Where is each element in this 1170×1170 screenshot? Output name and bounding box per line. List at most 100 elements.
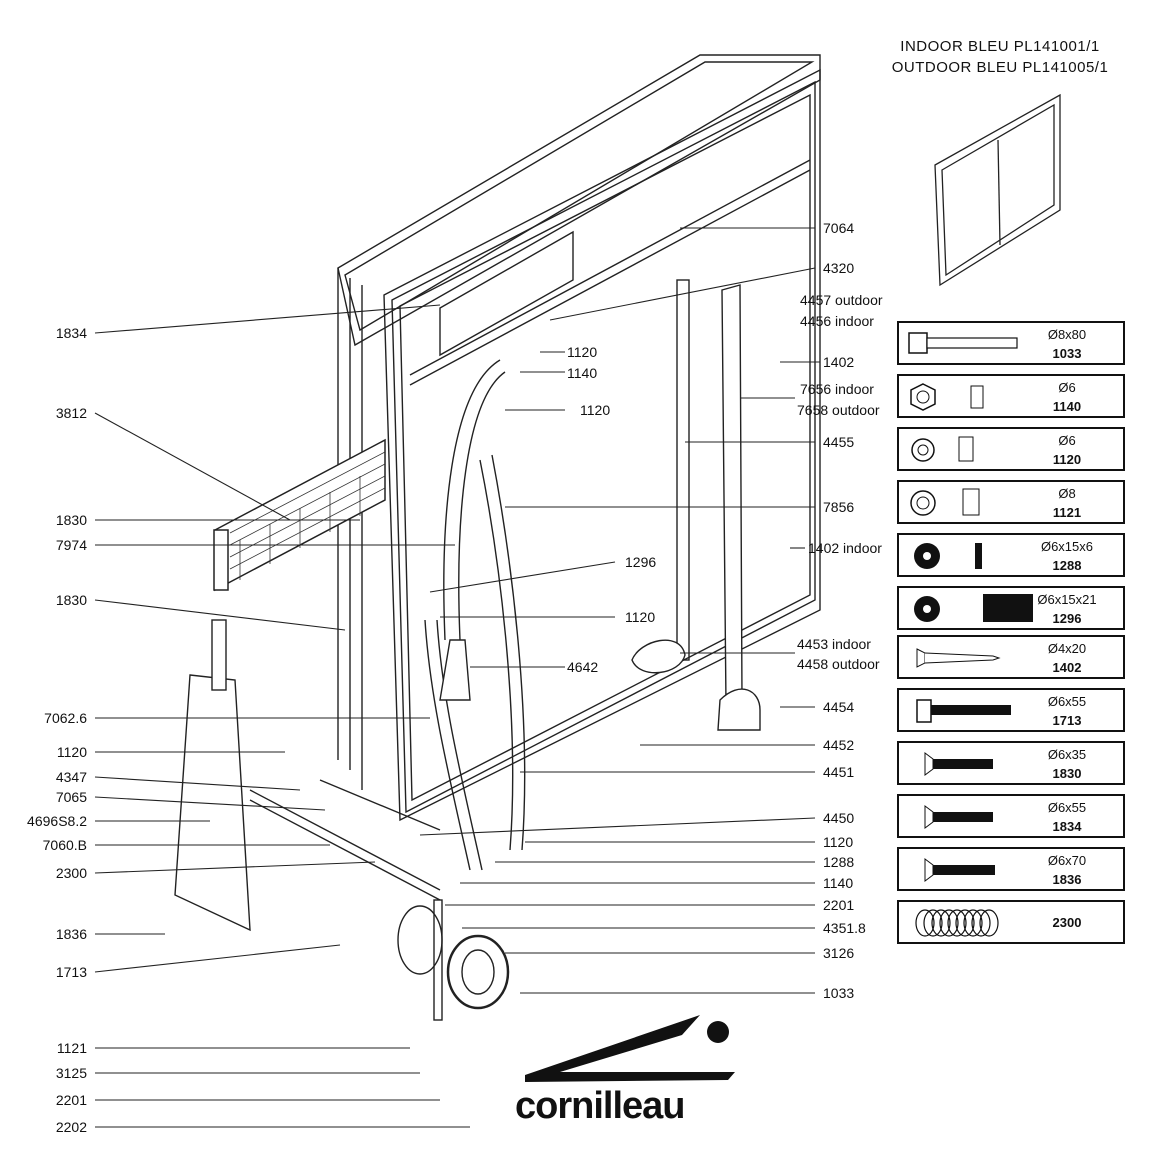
hardware-code: 1834 bbox=[1052, 819, 1082, 834]
washer-icon bbox=[914, 543, 982, 569]
callout-4347: 4347 bbox=[56, 769, 87, 785]
hardware-code: 1120 bbox=[1052, 452, 1082, 467]
model-line-indoor: INDOOR BLEU PL141001/1 bbox=[900, 38, 1100, 55]
cornilleau-logo-icon bbox=[525, 1015, 735, 1082]
hardware-size: Ø6x15x6 bbox=[1040, 539, 1094, 554]
hardware-1288: Ø6x15x6 1288 bbox=[897, 533, 1125, 577]
locknut-icon bbox=[910, 488, 980, 516]
hardware-code: 2300 bbox=[1052, 915, 1082, 930]
table-panel bbox=[337, 54, 821, 822]
hardware-1713: Ø6x55 1713 bbox=[897, 688, 1125, 732]
hardware-code: 1713 bbox=[1052, 713, 1082, 728]
callout-4320: 4320 bbox=[823, 260, 854, 276]
callout-4457-outdoor: 4457 outdoor bbox=[800, 292, 883, 308]
callout-1830: 1830 bbox=[56, 512, 87, 528]
spacer-icon bbox=[914, 594, 1033, 622]
model-line-outdoor: OUTDOOR BLEU PL141005/1 bbox=[891, 59, 1109, 76]
callouts-center: 1120 1140 1120 1296 1120 4642 bbox=[567, 344, 656, 675]
callout-2300: 2300 bbox=[56, 865, 87, 881]
callouts-right: 7064 4320 4457 outdoor 4456 indoor 1402 … bbox=[797, 220, 883, 1001]
callout-center-1120b: 1120 bbox=[580, 402, 610, 418]
hardware-code: 1140 bbox=[1052, 399, 1082, 414]
bolt-icon bbox=[916, 699, 1011, 723]
nut-icon bbox=[910, 383, 984, 411]
callout-2201-right: 2201 bbox=[823, 897, 854, 913]
callout-1836: 1836 bbox=[56, 926, 87, 942]
callout-1402: 1402 bbox=[823, 354, 854, 370]
callout-4452: 4452 bbox=[823, 737, 854, 753]
hardware-code: 1288 bbox=[1052, 558, 1082, 573]
hardware-code: 1836 bbox=[1052, 872, 1082, 887]
callout-4351-8: 4351.8 bbox=[823, 920, 866, 936]
callout-3812: 3812 bbox=[56, 405, 87, 421]
callout-7064: 7064 bbox=[823, 220, 854, 236]
callout-4456-indoor: 4456 indoor bbox=[800, 313, 874, 329]
hardware-1033: Ø8x80 1033 bbox=[897, 321, 1125, 365]
callout-1140: 1140 bbox=[823, 875, 853, 891]
callout-center-1120a: 1120 bbox=[567, 344, 597, 360]
callout-1830b: 1830 bbox=[56, 592, 87, 608]
hardware-1296: Ø6x15x21 1296 bbox=[897, 586, 1125, 630]
callout-4696s8-2: 4696S8.2 bbox=[27, 813, 87, 829]
callout-center-4642: 4642 bbox=[567, 659, 598, 675]
countersunk-screw-icon bbox=[924, 805, 993, 829]
callout-4455: 4455 bbox=[823, 434, 854, 450]
callout-7062-6: 7062.6 bbox=[44, 710, 87, 726]
callout-4454: 4454 bbox=[823, 699, 854, 715]
callout-1288: 1288 bbox=[823, 854, 854, 870]
callout-4458-outdoor: 4458 outdoor bbox=[797, 656, 880, 672]
hardware-size: Ø6x35 bbox=[1047, 747, 1087, 762]
hardware-size: Ø6x70 bbox=[1047, 853, 1087, 868]
hardware-1834: Ø6x55 1834 bbox=[897, 794, 1125, 838]
hardware-code: 1402 bbox=[1052, 660, 1082, 675]
locknut-icon bbox=[911, 436, 974, 462]
callout-4450: 4450 bbox=[823, 810, 854, 826]
brand-wordmark: cornilleau bbox=[515, 1085, 685, 1127]
callout-4453-indoor: 4453 indoor bbox=[797, 636, 871, 652]
callout-7060-b: 7060.B bbox=[43, 837, 87, 853]
callout-7656-indoor: 7656 indoor bbox=[800, 381, 874, 397]
hardware-size: Ø4x20 bbox=[1047, 641, 1087, 656]
callout-2201: 2201 bbox=[56, 1092, 87, 1108]
callout-1120-right: 1120 bbox=[823, 834, 853, 850]
callout-center-1120c: 1120 bbox=[625, 609, 655, 625]
callout-1120: 1120 bbox=[57, 744, 87, 760]
hardware-2300: 2300 bbox=[897, 900, 1125, 944]
hardware-1120: Ø6 1120 bbox=[897, 427, 1125, 471]
hardware-size: Ø6x15x21 bbox=[1037, 592, 1097, 607]
countersunk-screw-icon bbox=[924, 752, 993, 776]
model-header: INDOOR BLEU PL141001/1 OUTDOOR BLEU PL14… bbox=[850, 36, 1150, 78]
callout-3125: 3125 bbox=[56, 1065, 87, 1081]
leader-lines bbox=[94, 227, 820, 1128]
hardware-code: 1033 bbox=[1052, 346, 1082, 361]
callout-1713: 1713 bbox=[56, 964, 87, 980]
callout-7065: 7065 bbox=[56, 789, 87, 805]
callout-1121: 1121 bbox=[57, 1040, 87, 1056]
countersunk-screw-icon bbox=[924, 858, 995, 882]
net bbox=[213, 438, 386, 592]
callout-7974: 7974 bbox=[56, 537, 87, 553]
hardware-size: Ø8x80 bbox=[1047, 327, 1087, 342]
screw-icon bbox=[916, 648, 1001, 668]
hardware-1140: Ø6 1140 bbox=[897, 374, 1125, 418]
base-frame bbox=[174, 619, 510, 1021]
bolt-icon bbox=[908, 332, 1018, 354]
callouts-left: 1834 3812 1830 7974 1830 7062.6 1120 434… bbox=[27, 325, 87, 1135]
callout-1033: 1033 bbox=[823, 985, 854, 1001]
hardware-size: Ø8 bbox=[1058, 486, 1076, 501]
hardware-size: Ø6x55 bbox=[1047, 800, 1087, 815]
hardware-size: Ø6x55 bbox=[1047, 694, 1087, 709]
spring-rings-icon bbox=[915, 909, 999, 937]
inset-table-icon bbox=[934, 93, 1061, 287]
callout-1402-indoor: 1402 indoor bbox=[808, 540, 882, 556]
hardware-1121: Ø8 1121 bbox=[897, 480, 1125, 524]
callout-1834: 1834 bbox=[56, 325, 87, 341]
callout-center-1140: 1140 bbox=[567, 365, 597, 381]
hardware-code: 1121 bbox=[1052, 505, 1082, 520]
hardware-code: 1296 bbox=[1052, 611, 1082, 626]
callout-7658-outdoor: 7658 outdoor bbox=[797, 402, 880, 418]
hardware-size: Ø6 bbox=[1058, 433, 1076, 448]
hardware-size: Ø6 bbox=[1058, 380, 1076, 395]
hardware-1830: Ø6x35 1830 bbox=[897, 741, 1125, 785]
